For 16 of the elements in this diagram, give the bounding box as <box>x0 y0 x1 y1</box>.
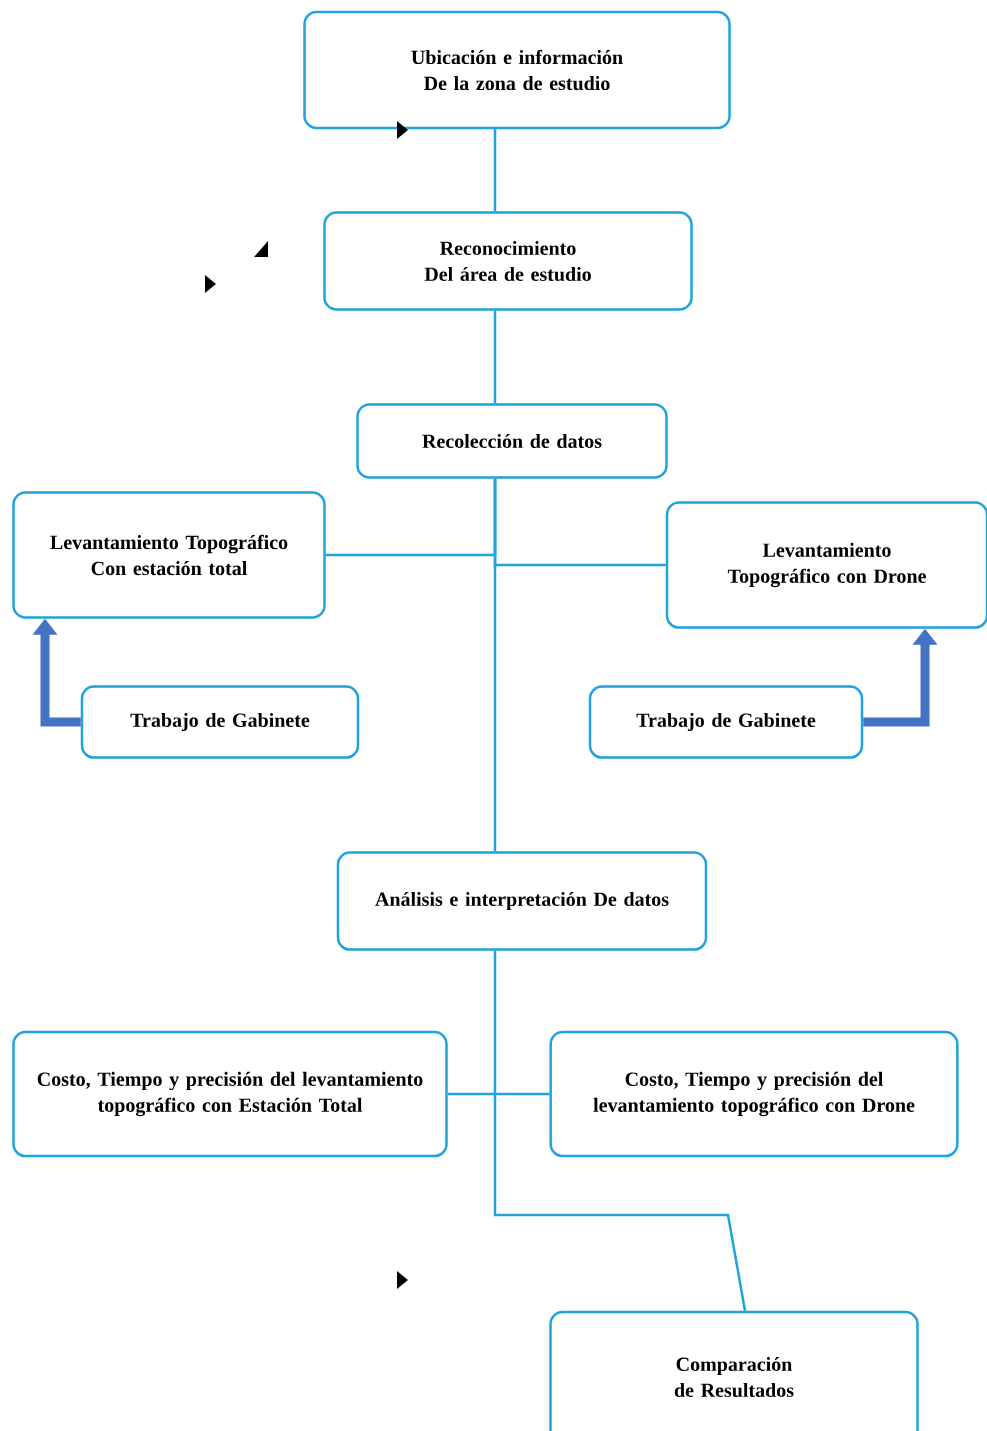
process-box: Costo, Tiempo y precisión del levantamiento topográfico con Estación Total <box>12 1030 448 1158</box>
process-box: Recolección de datos <box>356 403 668 479</box>
process-box: Costo, Tiempo y precisión del levantamiento topográfico con Drone <box>549 1030 959 1158</box>
connector-line <box>493 478 497 852</box>
process-box: Ubicación e información De la zona de estudio <box>303 10 731 130</box>
process-box: Levantamiento Topográfico con Drone <box>665 501 987 629</box>
connector-line <box>493 950 747 1311</box>
connector-line <box>493 310 497 404</box>
process-box: Trabajo de Gabinete <box>588 685 864 759</box>
process-box: Levantamiento Topográfico Con estación total <box>12 491 326 619</box>
process-box: Reconocimiento Del área de estudio <box>323 211 693 311</box>
connector-line <box>447 1092 550 1096</box>
connector-line <box>493 129 497 212</box>
process-box: Comparación de Resultados <box>549 1310 919 1431</box>
process-box: Trabajo de Gabinete <box>80 685 360 759</box>
process-box: Análisis e interpretación De datos <box>336 851 708 951</box>
